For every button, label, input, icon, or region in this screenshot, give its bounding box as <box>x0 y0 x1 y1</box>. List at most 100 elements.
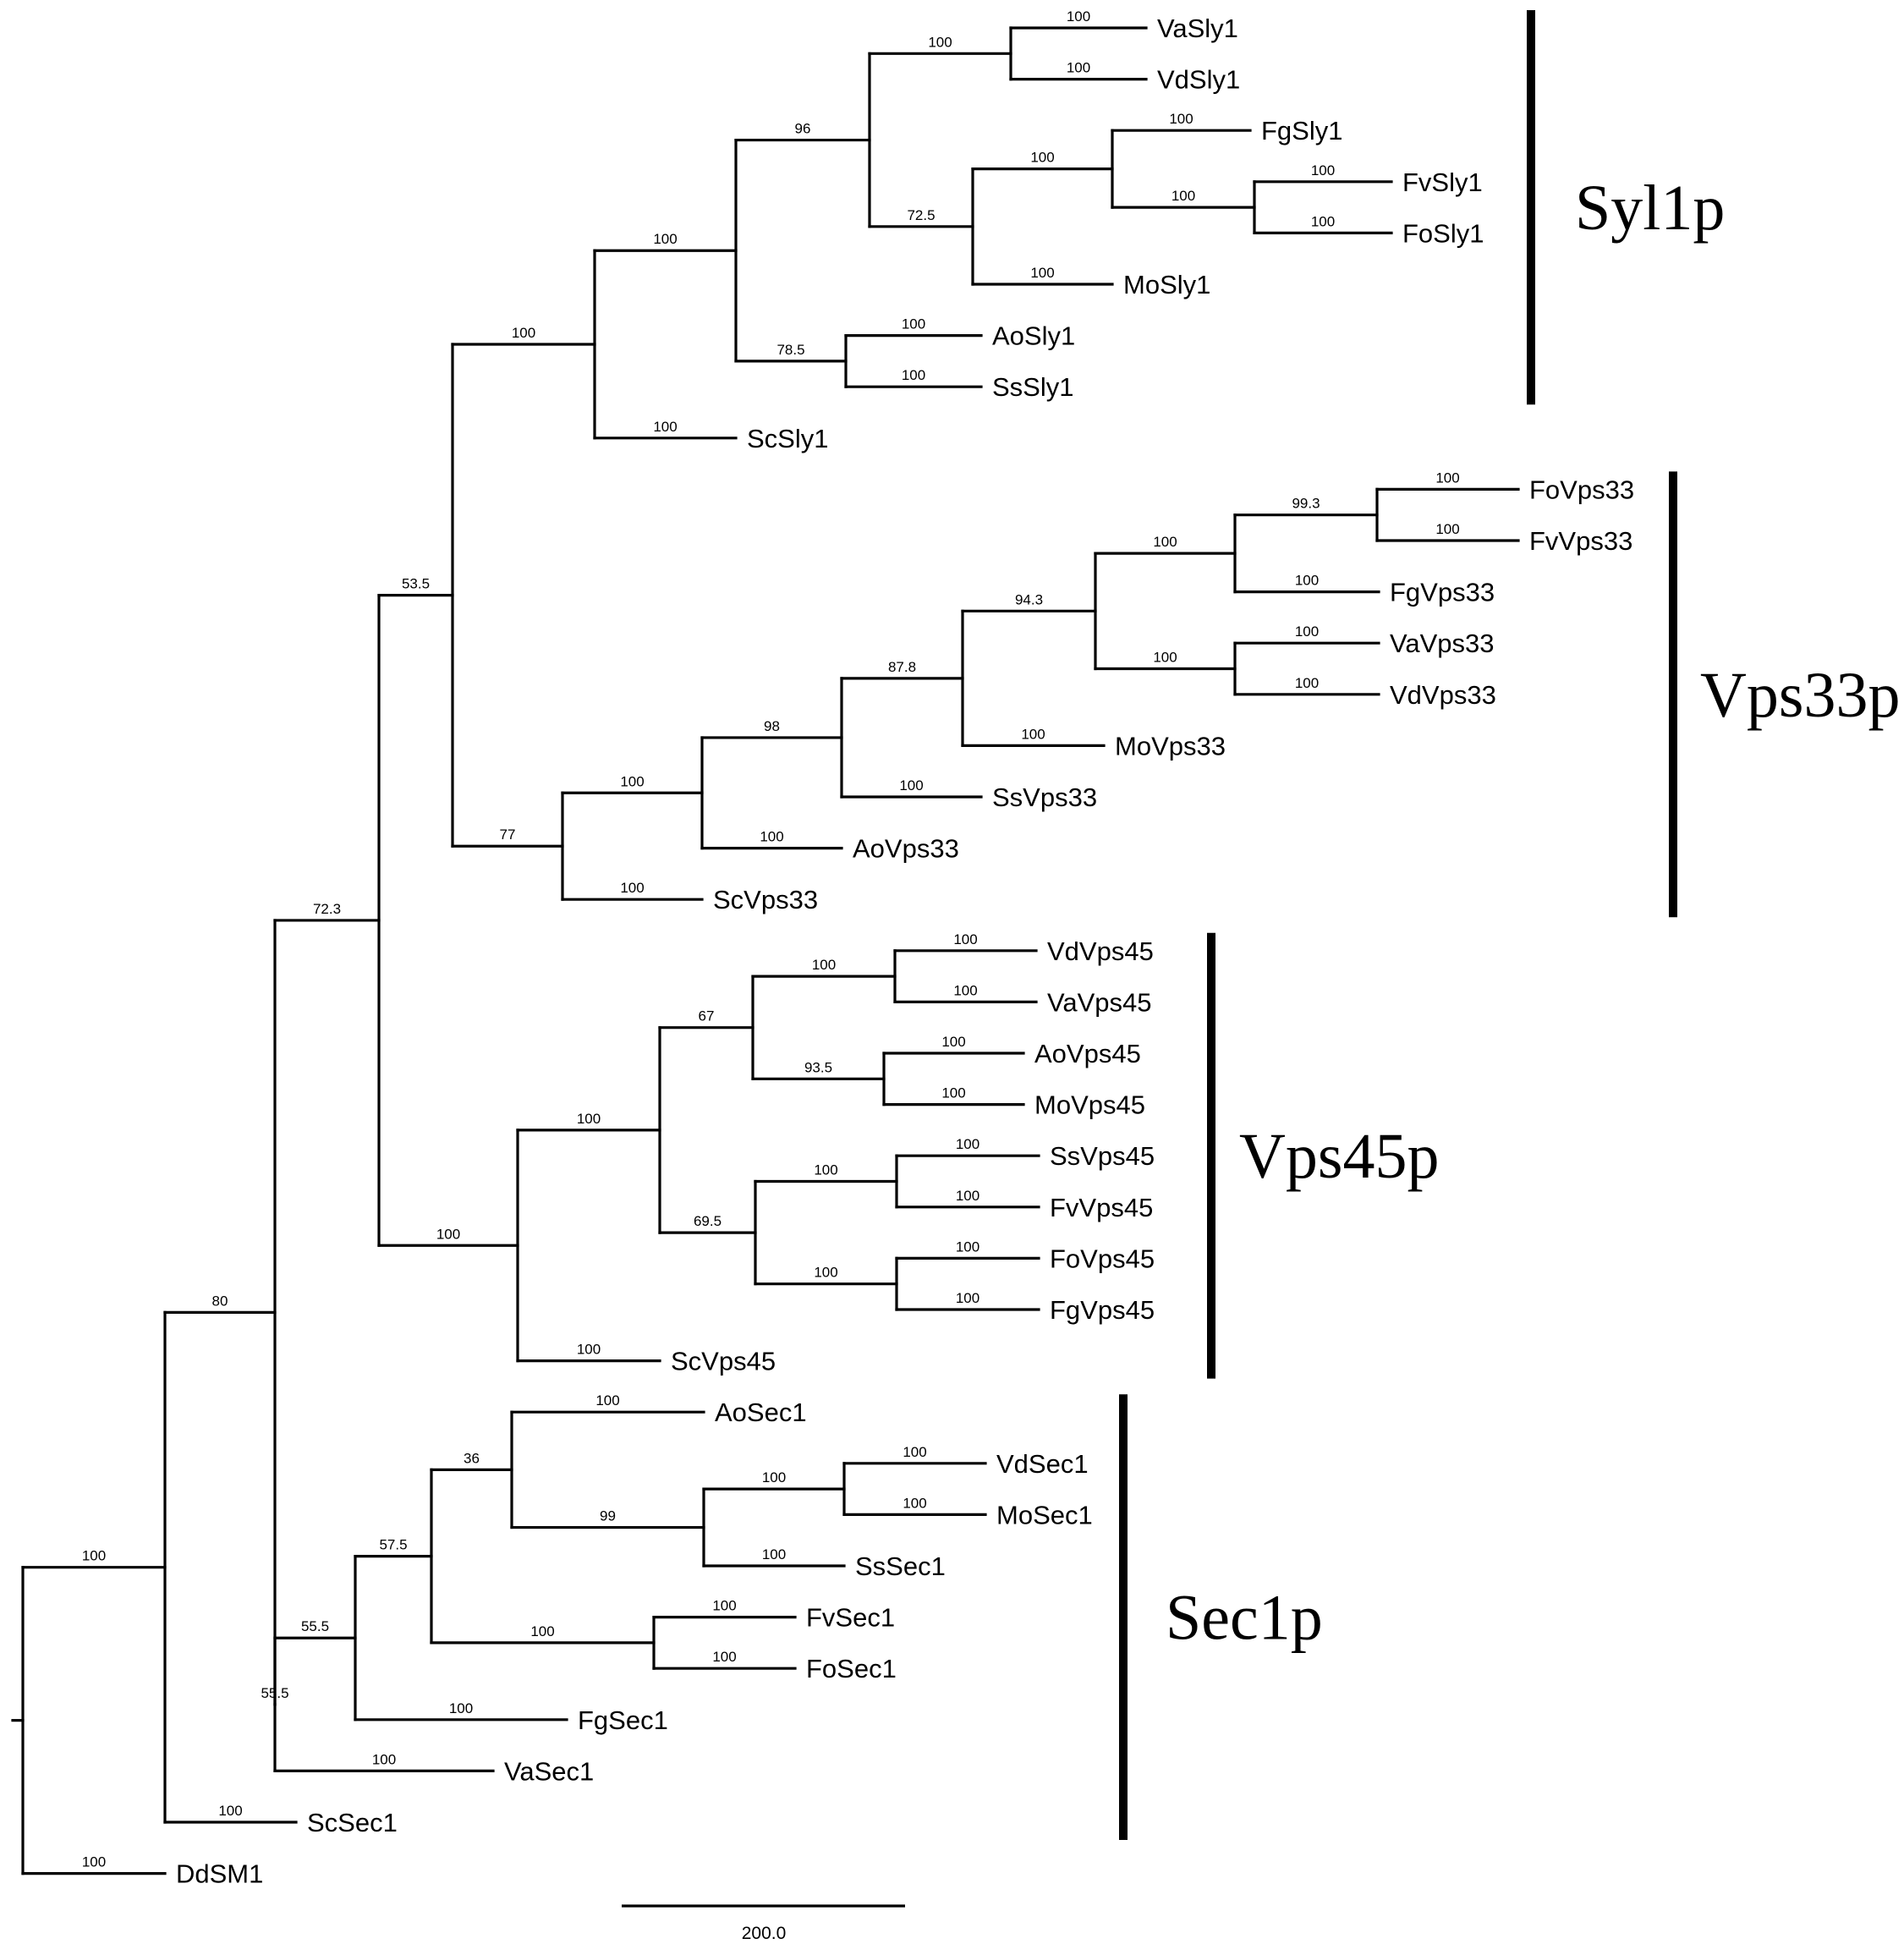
support-n-fus-sly: 100 <box>1030 150 1054 166</box>
leaf-ssvps45: SsVps45 <box>1050 1141 1155 1171</box>
support-movps33: 100 <box>1021 726 1045 742</box>
support-vdsly1: 100 <box>1067 60 1090 76</box>
support-n943: 94.3 <box>1015 591 1043 607</box>
leaf-vdvps45: VdVps45 <box>1047 936 1154 966</box>
leaf-vasly1: VaSly1 <box>1157 14 1238 43</box>
support-n575: 57.5 <box>379 1537 407 1553</box>
leaf-vdsly1: VdSly1 <box>1157 65 1240 95</box>
support-n-vps45-core: 100 <box>577 1111 601 1127</box>
leaf-labels: VaSly1VdSly1FgSly1FvSly1FoSly1MoSly1AoSl… <box>176 14 1634 1889</box>
support-n555a: 55.5 <box>261 1685 288 1701</box>
clade-label-vps33p: Vps33p <box>1700 660 1900 731</box>
support-vdvps33: 100 <box>1295 675 1319 691</box>
support-n723: 72.3 <box>313 901 341 917</box>
support-n-sly: 100 <box>512 325 535 341</box>
support-n-vavd-vps33: 100 <box>1153 650 1177 666</box>
support-vasly1: 100 <box>1067 8 1090 25</box>
support-fovps45: 100 <box>956 1238 979 1255</box>
leaf-vavps45: VaVps45 <box>1047 987 1152 1017</box>
scale-bar-label: 200.0 <box>742 1924 787 1943</box>
leaf-ssvps33: SsVps33 <box>992 783 1097 812</box>
leaf-scvps33: ScVps33 <box>713 885 818 914</box>
support-scsly1: 100 <box>653 419 677 435</box>
support-n725: 72.5 <box>907 207 935 223</box>
leaf-mosec1: MoSec1 <box>996 1500 1093 1529</box>
leaf-vdvps33: VdVps33 <box>1390 680 1496 710</box>
support-n96: 96 <box>795 121 811 137</box>
support-fgsec1: 100 <box>449 1700 473 1716</box>
support-n785: 78.5 <box>776 342 804 358</box>
clade-label-vps45p: Vps45p <box>1239 1121 1439 1192</box>
support-n935: 93.5 <box>804 1059 832 1075</box>
leaf-fosec1: FoSec1 <box>806 1654 897 1683</box>
support-ssvps45: 100 <box>956 1136 979 1152</box>
leaf-fvvps45: FvVps45 <box>1050 1193 1153 1222</box>
clade-label-sec1p: Sec1p <box>1166 1583 1323 1654</box>
tree-branches <box>11 26 1520 1875</box>
support-n993: 99.3 <box>1292 496 1320 512</box>
support-scvps33: 100 <box>620 880 644 896</box>
support-n98: 98 <box>764 718 780 734</box>
leaf-fvsly1: FvSly1 <box>1402 167 1483 197</box>
support-fvvps33: 100 <box>1435 521 1459 537</box>
support-aovps33: 100 <box>760 829 783 845</box>
leaf-fvsec1: FvSec1 <box>806 1603 895 1633</box>
support-sssly1: 100 <box>902 367 925 383</box>
support-vavps45: 100 <box>953 982 977 998</box>
support-n878: 87.8 <box>888 659 916 675</box>
support-aovps45: 100 <box>941 1034 965 1050</box>
leaf-aovps33: AoVps33 <box>853 834 959 864</box>
leaf-fgsly1: FgSly1 <box>1261 116 1342 146</box>
support-fvvps45: 100 <box>956 1188 979 1204</box>
support-n99: 99 <box>600 1508 616 1524</box>
support-fgsly1: 100 <box>1169 111 1193 127</box>
support-mosec1: 100 <box>903 1495 926 1511</box>
leaf-scsec1: ScSec1 <box>307 1808 398 1837</box>
leaf-fovps45: FoVps45 <box>1050 1244 1155 1273</box>
leaf-fgvps33: FgVps33 <box>1390 578 1495 607</box>
leaf-fosly1: FoSly1 <box>1402 218 1484 248</box>
leaf-movps33: MoVps33 <box>1115 731 1226 761</box>
leaf-aosly1: AoSly1 <box>992 321 1075 351</box>
support-n-vps45: 100 <box>436 1226 460 1242</box>
support-n-fvfo-sec: 100 <box>530 1623 554 1639</box>
support-fosec1: 100 <box>712 1649 736 1665</box>
support-fvsly1: 100 <box>1311 162 1335 178</box>
support-ddsm1: 100 <box>82 1854 106 1870</box>
leaf-sssly1: SsSly1 <box>992 372 1073 402</box>
support-n-vps33-core: 100 <box>620 773 644 789</box>
support-n-main: 100 <box>82 1548 106 1564</box>
support-fovps33: 100 <box>1435 470 1459 486</box>
leaf-fgsec1: FgSec1 <box>578 1705 668 1735</box>
leaf-movps45: MoVps45 <box>1034 1090 1145 1120</box>
support-n-fofg-vps45: 100 <box>814 1265 837 1281</box>
leaf-fgvps45: FgVps45 <box>1050 1295 1155 1325</box>
support-aosec1: 100 <box>595 1392 619 1409</box>
clade-label-syl1p: Syl1p <box>1575 173 1725 244</box>
support-mosly1: 100 <box>1030 265 1054 281</box>
support-scvps45: 100 <box>577 1342 601 1358</box>
leaf-vasec1: VaSec1 <box>504 1756 594 1786</box>
leaf-fvvps33: FvVps33 <box>1529 526 1632 556</box>
support-fgvps33: 100 <box>1295 573 1319 589</box>
support-fvsec1: 100 <box>712 1598 736 1614</box>
leaf-sssec1: SsSec1 <box>855 1551 946 1581</box>
support-n-vdmo-sec: 100 <box>762 1469 786 1485</box>
leaf-aosec1: AoSec1 <box>715 1398 807 1427</box>
leaf-scvps45: ScVps45 <box>671 1347 776 1376</box>
support-fosly1: 100 <box>1311 213 1335 229</box>
scale-bar: 200.0 <box>622 1904 905 1943</box>
support-n77: 77 <box>500 826 516 843</box>
support-vdvps45: 100 <box>953 931 977 947</box>
support-n67: 67 <box>699 1008 715 1024</box>
support-vavps33: 100 <box>1295 623 1319 640</box>
support-sssec1: 100 <box>762 1546 786 1562</box>
support-n36: 36 <box>464 1450 480 1466</box>
leaf-mosly1: MoSly1 <box>1123 270 1210 299</box>
support-fgvps45: 100 <box>956 1290 979 1306</box>
support-n695: 69.5 <box>694 1213 722 1229</box>
leaf-vdsec1: VdSec1 <box>996 1449 1089 1479</box>
support-movps45: 100 <box>941 1085 965 1101</box>
